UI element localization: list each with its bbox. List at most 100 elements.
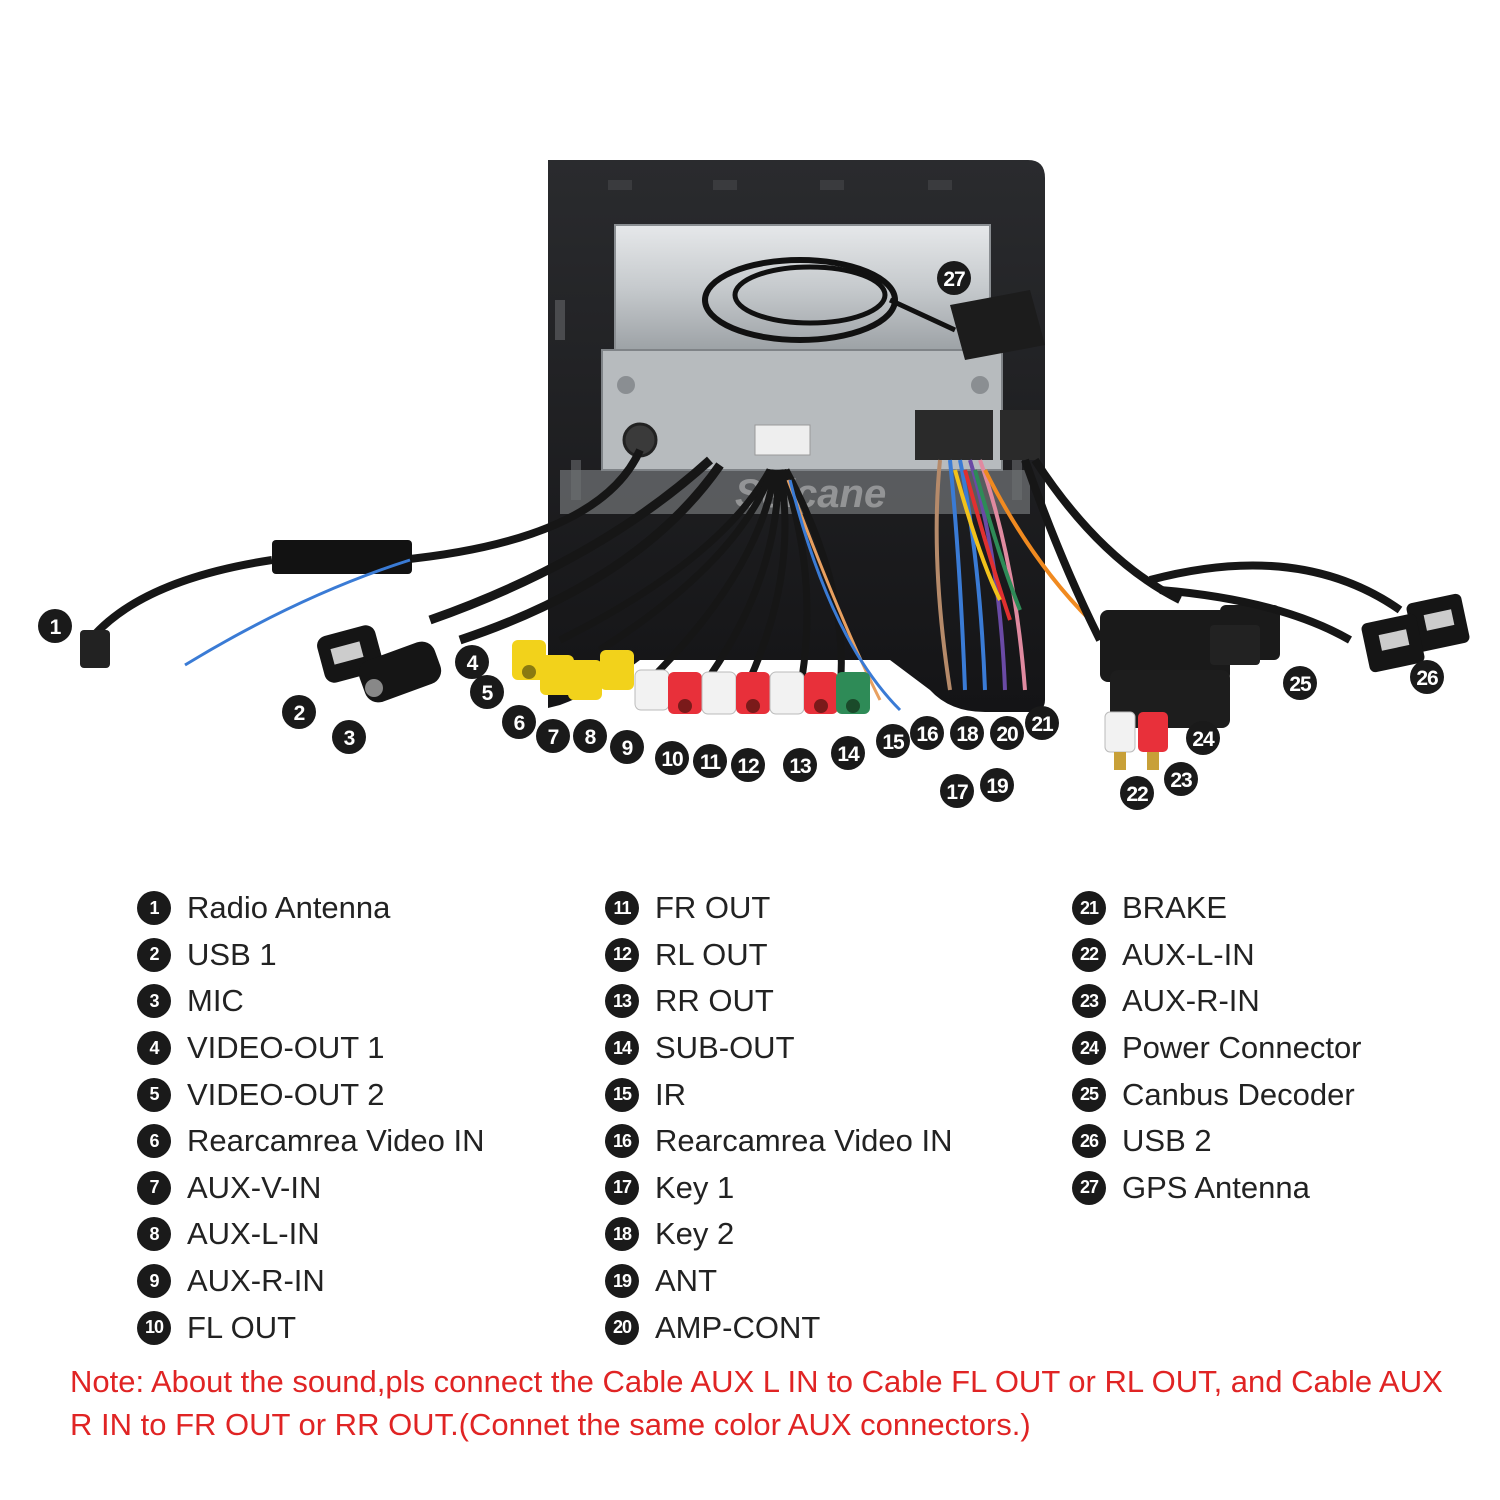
legend-number: 14 <box>605 1031 639 1066</box>
legend-label: MIC <box>187 983 244 1019</box>
callout-19: 19 <box>980 768 1014 802</box>
legend-item: 16 Rearcamrea Video IN <box>605 1118 953 1165</box>
canbus-and-power-connectors <box>1100 605 1280 728</box>
svg-text:6: 6 <box>514 712 525 735</box>
svg-text:24: 24 <box>1192 728 1215 751</box>
legend-item: 23 AUX-R-IN <box>1072 978 1362 1025</box>
legend-item: 20 AMP-CONT <box>605 1304 953 1351</box>
svg-text:17: 17 <box>946 781 968 804</box>
svg-text:22: 22 <box>1126 783 1148 806</box>
callout-13: 13 <box>783 748 817 782</box>
radio-antenna-cable <box>80 448 644 668</box>
legend-label: Canbus Decoder <box>1122 1076 1355 1112</box>
legend-number: 11 <box>605 891 639 926</box>
legend-number: 20 <box>605 1310 639 1345</box>
legend-number: 10 <box>137 1310 171 1345</box>
legend-number: 7 <box>137 1170 171 1205</box>
svg-text:7: 7 <box>548 726 559 749</box>
aux-in-rca <box>1104 711 1168 770</box>
callout-9: 9 <box>610 730 644 764</box>
legend-number: 21 <box>1072 891 1106 926</box>
callout-18: 18 <box>950 716 984 750</box>
legend-label: FR OUT <box>655 890 771 926</box>
legend-item: 25 Canbus Decoder <box>1072 1071 1362 1118</box>
callout-14: 14 <box>831 736 865 770</box>
legend-label: USB 1 <box>187 936 277 972</box>
legend-number: 23 <box>1072 984 1106 1019</box>
legend-number: 9 <box>137 1264 171 1299</box>
callout-26: 26 <box>1410 660 1444 694</box>
legend-number: 8 <box>137 1217 171 1252</box>
usb1-and-mic-cables <box>317 456 724 703</box>
legend-label: Radio Antenna <box>187 890 391 926</box>
callout-22: 22 <box>1120 776 1154 810</box>
legend-number: 24 <box>1072 1031 1106 1066</box>
callout-3: 3 <box>332 720 366 754</box>
legend-label: RL OUT <box>655 936 768 972</box>
legend-label: AUX-R-IN <box>187 1263 325 1299</box>
legend-number: 12 <box>605 937 639 972</box>
legend-label: GPS Antenna <box>1122 1169 1310 1205</box>
svg-text:23: 23 <box>1170 769 1192 792</box>
legend-number: 5 <box>137 1077 171 1112</box>
legend-item: 11 FR OUT <box>605 885 953 932</box>
legend-number: 26 <box>1072 1124 1106 1159</box>
legend-label: AUX-L-IN <box>1122 936 1255 972</box>
legend-number: 25 <box>1072 1077 1106 1112</box>
legend-label: IR <box>655 1076 686 1112</box>
callout-12: 12 <box>731 748 765 782</box>
legend-number: 18 <box>605 1217 639 1252</box>
svg-text:4: 4 <box>467 652 479 675</box>
legend-label: Key 1 <box>655 1169 735 1205</box>
svg-text:19: 19 <box>986 775 1008 798</box>
svg-text:3: 3 <box>344 727 355 750</box>
svg-text:26: 26 <box>1416 667 1438 690</box>
legend-label: Rearcamrea Video IN <box>655 1123 953 1159</box>
svg-text:21: 21 <box>1031 713 1054 736</box>
legend-label: Rearcamrea Video IN <box>187 1123 485 1159</box>
callout-1: 1 <box>38 609 72 643</box>
callout-8: 8 <box>573 719 607 753</box>
legend-label: AUX-R-IN <box>1122 983 1260 1019</box>
legend-item: 14 SUB-OUT <box>605 1025 953 1072</box>
legend-label: Power Connector <box>1122 1030 1362 1066</box>
callout-17: 17 <box>940 774 974 808</box>
legend-label: AMP-CONT <box>655 1309 821 1345</box>
usb2-cables <box>1148 561 1470 673</box>
legend-label: RR OUT <box>655 983 774 1019</box>
callout-27: 27 <box>937 261 971 295</box>
svg-text:8: 8 <box>585 726 597 749</box>
callout-24: 24 <box>1186 721 1220 755</box>
svg-text:11: 11 <box>700 751 722 774</box>
legend-number: 16 <box>605 1124 639 1159</box>
svg-text:18: 18 <box>956 723 979 746</box>
svg-text:25: 25 <box>1289 673 1312 696</box>
svg-text:20: 20 <box>996 723 1018 746</box>
legend-number: 4 <box>137 1031 171 1066</box>
svg-text:1: 1 <box>50 616 62 639</box>
legend-label: Key 2 <box>655 1216 735 1252</box>
legend-item: 9 AUX-R-IN <box>137 1258 485 1305</box>
callout-2: 2 <box>282 695 316 729</box>
legend-item: 12 RL OUT <box>605 932 953 979</box>
wiring-diagram: Seicane <box>38 160 1470 810</box>
callout-11: 11 <box>693 744 727 778</box>
rca-connectors <box>512 640 870 715</box>
callouts: 1 2 3 4 5 6 7 8 9 10 11 12 13 14 15 16 1… <box>38 261 1444 810</box>
svg-text:13: 13 <box>789 755 811 778</box>
legend-label: SUB-OUT <box>655 1030 795 1066</box>
legend-number: 19 <box>605 1264 639 1299</box>
